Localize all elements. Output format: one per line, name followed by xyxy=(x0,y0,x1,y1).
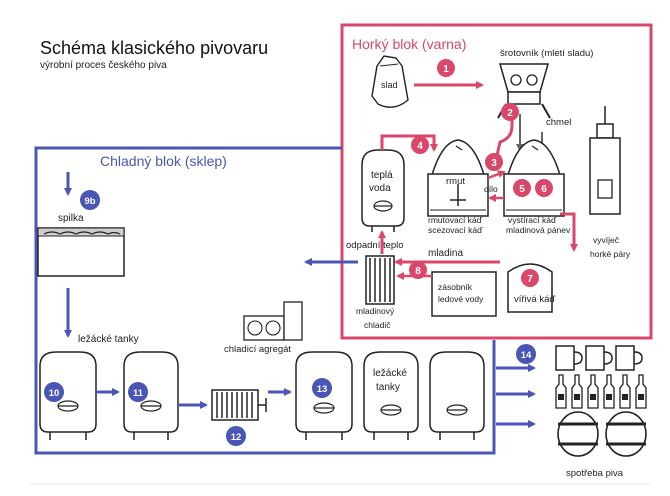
cold-block-frame xyxy=(34,146,496,455)
step-badge-5: 5 xyxy=(513,179,531,197)
step-badge-14: 14 xyxy=(516,344,536,364)
arrow-kettle-to-whirlpool xyxy=(560,212,578,252)
step-badge-2: 2 xyxy=(501,103,519,121)
cold-block-label: Chladný blok (sklep) xyxy=(100,153,227,169)
beer-glasses-icon xyxy=(555,345,643,371)
steam-generator-icon xyxy=(589,106,621,215)
svg-text:8: 8 xyxy=(415,266,421,277)
svg-text:7: 7 xyxy=(527,274,533,285)
step-badge-6: 6 xyxy=(535,179,553,197)
step-badge-3: 3 xyxy=(485,153,503,171)
svg-text:2: 2 xyxy=(507,108,513,119)
lager-tanks-2-label-a: ležácké xyxy=(373,368,407,379)
fermenter-label: spilka xyxy=(58,213,84,224)
svg-text:10: 10 xyxy=(49,388,60,399)
svg-text:4: 4 xyxy=(417,141,423,152)
waste-heat-label: odpadní teplo xyxy=(346,240,404,251)
svg-text:1: 1 xyxy=(443,64,449,75)
arrow-warm-water-to-mash xyxy=(380,134,438,152)
wort-cooler-icon xyxy=(365,255,395,305)
step-badge-12: 12 xyxy=(226,426,246,446)
svg-text:5: 5 xyxy=(519,184,525,195)
svg-text:6: 6 xyxy=(541,184,547,195)
step-badge-8: 8 xyxy=(409,261,427,279)
malt-bag-icon xyxy=(371,55,409,108)
mash-tun-label-2: scezovací káď xyxy=(428,225,483,235)
svg-text:12: 12 xyxy=(231,432,242,443)
mash-tun-label-1: rmutovací káď xyxy=(428,215,483,225)
step-badge-13: 13 xyxy=(312,378,332,398)
warm-water-tank-icon xyxy=(361,149,405,232)
lauter-label-2: mladinová pánev xyxy=(506,225,571,235)
malt-label: slad xyxy=(381,80,398,90)
warm-water-label-1: teplá xyxy=(371,170,393,181)
consumption-label: spotřeba piva xyxy=(566,468,624,479)
whirlpool-label: vířivá káď xyxy=(514,294,555,305)
fermenter-icon xyxy=(37,227,125,277)
filter-icon xyxy=(211,389,267,421)
mill-label: šrotovník (mletí sladu) xyxy=(500,48,593,59)
chiller-unit-icon xyxy=(243,301,303,341)
whirlpool-icon xyxy=(507,263,553,313)
arrow-mash-to-kettle xyxy=(487,170,506,180)
step-badge-10: 10 xyxy=(44,382,64,402)
hot-block-frame xyxy=(340,23,653,340)
svg-text:3: 3 xyxy=(491,158,497,169)
diagram-subtitle: výrobní proces českého piva xyxy=(40,60,167,71)
svg-text:11: 11 xyxy=(133,388,144,399)
svg-text:13: 13 xyxy=(317,384,328,395)
beer-kegs-icon xyxy=(557,411,647,457)
lager-tank-10-icon xyxy=(39,351,97,440)
lager-tank-middle-icon xyxy=(363,351,419,440)
steam-label-2: horké páry xyxy=(590,249,631,259)
mash-tun-icon xyxy=(427,139,489,217)
step-badge-7: 7 xyxy=(521,269,539,287)
mash-label: rmut xyxy=(446,176,465,187)
mash-flow-label: dílo xyxy=(484,184,498,194)
warm-water-label-2: voda xyxy=(369,183,391,194)
step-badge-4: 4 xyxy=(411,136,429,154)
lauter-label-1: vystírací káď xyxy=(508,215,557,225)
step-badge-9b: 9b xyxy=(80,190,100,210)
mill-icon xyxy=(497,63,551,119)
lager-tank-right-icon xyxy=(429,351,485,440)
hot-block-label: Horký blok (varna) xyxy=(352,36,466,52)
arrow-mill-to-mash xyxy=(493,114,514,162)
ice-water-tank xyxy=(431,271,497,317)
svg-text:14: 14 xyxy=(521,350,532,361)
lager-tanks-label: ležácké tanky xyxy=(78,334,139,345)
lager-tank-11-icon xyxy=(123,351,179,440)
cooler-label-2: chladič xyxy=(364,320,391,330)
beer-bottles-icon xyxy=(555,374,647,409)
chiller-label: chladicí agregát xyxy=(224,344,291,355)
step-badge-1: 1 xyxy=(437,59,455,77)
ice-water-label-1: zásobník xyxy=(438,282,473,292)
wort-label: mladina xyxy=(428,248,463,259)
cooler-label-1: mladinový xyxy=(356,306,395,316)
svg-text:9b: 9b xyxy=(84,196,95,207)
steam-label-1: vyvíječ xyxy=(593,235,620,245)
hops-label: chmel xyxy=(546,117,571,128)
ice-water-label-2: ledové vody xyxy=(438,294,484,304)
lauter-kettle-icon xyxy=(503,139,565,217)
lager-tanks-2-label-b: tanky xyxy=(376,382,400,393)
step-badge-11: 11 xyxy=(128,382,148,402)
diagram-title: Schéma klasického pivovaru xyxy=(40,38,268,58)
